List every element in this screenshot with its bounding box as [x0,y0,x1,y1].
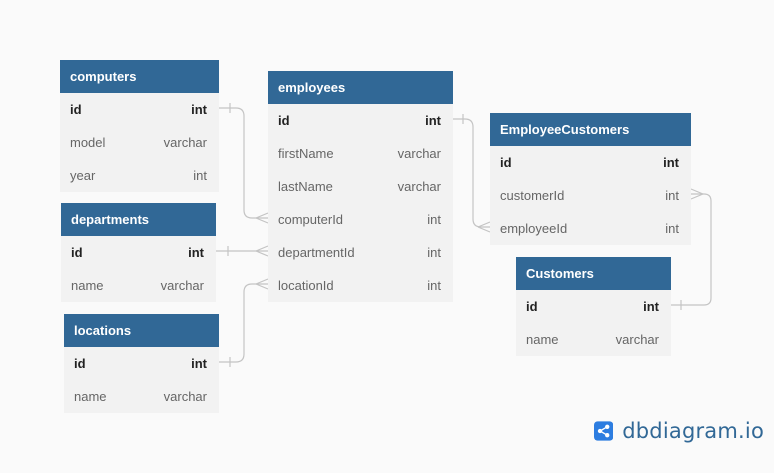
field-name: departmentId [278,245,355,260]
field-name: name [71,278,104,293]
field-name: firstName [278,146,334,161]
field-type: int [425,113,441,128]
field-name: id [278,113,290,128]
field-row[interactable]: id int [516,290,671,323]
field-row[interactable]: id int [268,104,453,137]
table-header[interactable]: locations [64,314,219,347]
dbdiagram-logo: dbdiagram.io [594,414,764,448]
field-row[interactable]: model varchar [60,126,219,159]
table-locations[interactable]: locations id int name varchar [64,314,219,413]
field-row[interactable]: id int [64,347,219,380]
connector-customers-employeecustomers [671,193,712,306]
field-type: int [193,168,207,183]
field-type: int [643,299,659,314]
field-row[interactable]: id int [61,236,216,269]
field-name: lastName [278,179,333,194]
field-name: model [70,135,106,150]
field-name: employeeId [500,221,568,236]
field-type: int [665,188,679,203]
field-type: varchar [397,146,441,161]
field-name: id [70,102,82,117]
field-row[interactable]: name varchar [61,269,216,302]
field-row[interactable]: customerId int [490,179,691,212]
field-row[interactable]: name varchar [64,380,219,413]
field-name: name [526,332,559,347]
field-row[interactable]: employeeId int [490,212,691,245]
field-row[interactable]: name varchar [516,323,671,356]
table-header[interactable]: computers [60,60,219,93]
field-type: varchar [160,278,204,293]
field-row[interactable]: computerId int [268,203,453,236]
field-type: int [191,102,207,117]
table-header[interactable]: EmployeeCustomers [490,113,691,146]
brand-name: dbdiagram.io [622,419,764,443]
field-type: int [188,245,204,260]
table-customers[interactable]: Customers id int name varchar [516,257,671,356]
table-header[interactable]: departments [61,203,216,236]
field-type: int [663,155,679,170]
field-row[interactable]: firstName varchar [268,137,453,170]
field-name: id [526,299,538,314]
field-row[interactable]: year int [60,159,219,192]
field-name: id [74,356,86,371]
field-name: id [71,245,83,260]
field-name: id [500,155,512,170]
field-name: locationId [278,278,334,293]
field-name: computerId [278,212,344,227]
connector-employees-employeecustomers [453,118,490,228]
field-row[interactable]: id int [490,146,691,179]
share-nodes-icon [594,421,614,441]
field-row[interactable]: id int [60,93,219,126]
field-type: int [665,221,679,236]
field-name: customerId [500,188,565,203]
field-type: varchar [163,389,207,404]
table-header[interactable]: employees [268,71,453,104]
field-type: varchar [163,135,207,150]
connector-locations-employees [219,283,268,363]
table-departments[interactable]: departments id int name varchar [61,203,216,302]
field-row[interactable]: departmentId int [268,236,453,269]
table-header[interactable]: Customers [516,257,671,290]
table-employees[interactable]: employees id int firstName varchar lastName va… [268,71,453,302]
field-type: varchar [615,332,659,347]
field-row[interactable]: locationId int [268,269,453,302]
field-type: int [427,212,441,227]
field-type: int [191,356,207,371]
field-type: int [427,245,441,260]
table-computers[interactable]: computers id int model varchar year int [60,60,219,192]
connector-computers-employees [219,107,268,219]
field-type: varchar [397,179,441,194]
field-row[interactable]: lastName varchar [268,170,453,203]
field-type: int [427,278,441,293]
field-name: name [74,389,107,404]
field-name: year [70,168,96,183]
